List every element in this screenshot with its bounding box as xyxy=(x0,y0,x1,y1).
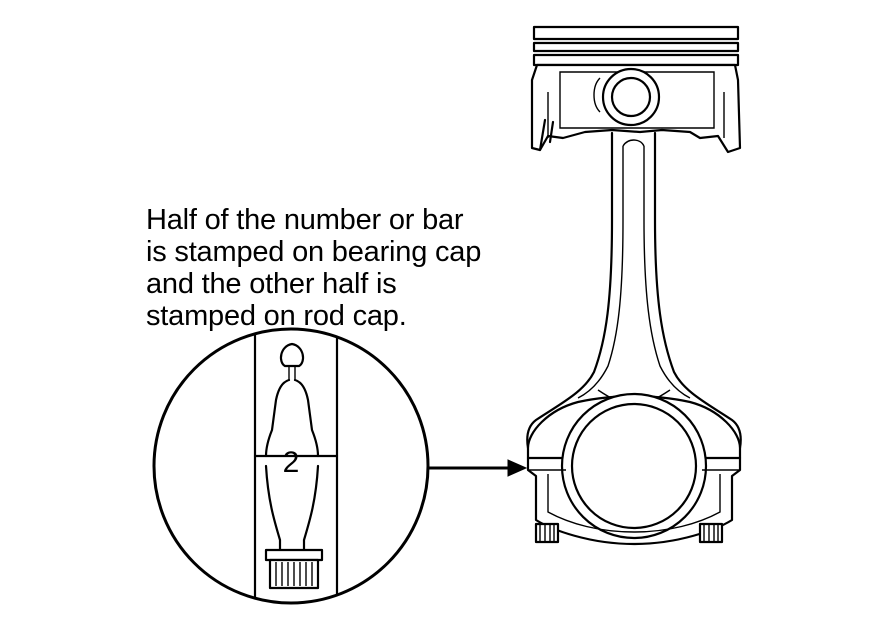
connecting-rod-beam xyxy=(526,131,742,450)
pointer-arrow xyxy=(428,459,528,477)
connecting-rod-big-end xyxy=(526,392,742,546)
piston xyxy=(530,25,742,154)
callout-line-4: stamped on rod cap. xyxy=(146,300,407,332)
stamp-mark: 2 xyxy=(283,446,300,479)
callout-line-3: and the other half is xyxy=(146,268,397,300)
detail-magnifier: 2 xyxy=(152,327,430,605)
callout-line-2: is stamped on bearing cap xyxy=(146,236,482,268)
callout-line-1: Half of the number or bar xyxy=(146,204,464,236)
